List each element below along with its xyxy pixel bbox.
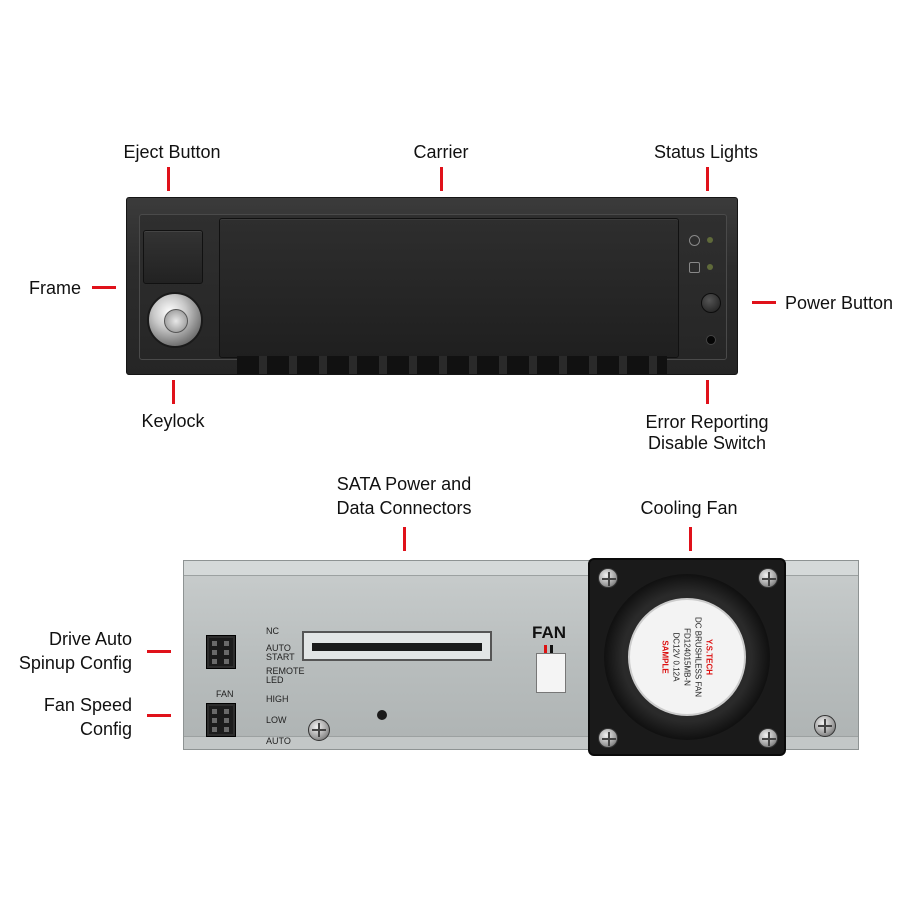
- silk-led: LED: [266, 675, 284, 685]
- drive-auto-label-line1: Drive Auto: [48, 629, 132, 649]
- fan-hub-label: Y.S.TECH DC BRUSHLESS FAN FD124015MB-N D…: [628, 598, 746, 716]
- mounting-hole: [377, 710, 387, 720]
- eject-button[interactable]: [143, 230, 203, 284]
- silk-remote: REMOTE: [266, 666, 305, 676]
- silk-auto-fan: AUTO: [266, 736, 291, 746]
- fan-speed-jumper[interactable]: [206, 703, 236, 737]
- keylock-callout: [172, 380, 175, 404]
- keylock[interactable]: [147, 292, 203, 348]
- carrier-label: Carrier: [413, 142, 469, 162]
- fan-sample-mark: SAMPLE: [660, 640, 670, 674]
- error-reporting-disable-switch[interactable]: [706, 335, 716, 345]
- fan-brand: Y.S.TECH: [704, 638, 714, 675]
- fan-speed-callout: [147, 714, 171, 717]
- carrier[interactable]: [219, 218, 679, 358]
- fan-speed-label-line2: Config: [79, 719, 132, 739]
- drive-status-icon: [689, 262, 700, 273]
- power-status-icon: [689, 235, 700, 246]
- power-button[interactable]: [701, 293, 721, 313]
- status-lights-callout: [706, 167, 709, 191]
- frame-callout: [92, 286, 116, 289]
- power-status-light: [707, 237, 713, 243]
- silk-auto: AUTO: [266, 643, 291, 653]
- silk-nc: NC: [266, 626, 279, 636]
- cooling-fan-callout: [689, 527, 692, 551]
- sata-label-line2: Data Connectors: [336, 498, 472, 518]
- keylock-label: Keylock: [141, 411, 205, 431]
- sata-callout: [403, 527, 406, 551]
- panel-screw-right: [814, 715, 836, 737]
- cooling-fan: Y.S.TECH DC BRUSHLESS FAN FD124015MB-N D…: [588, 558, 786, 756]
- carrier-callout: [440, 167, 443, 191]
- fan-connector: [536, 653, 566, 693]
- fan-type: DC BRUSHLESS FAN: [693, 616, 703, 698]
- fan-rating: DC12V 0.12A: [671, 632, 681, 682]
- power-button-label: Power Button: [785, 293, 894, 313]
- fan-screw-bl: [598, 728, 618, 748]
- fan-model: FD124015MB-N: [682, 628, 692, 686]
- fan-header-label: FAN: [532, 623, 566, 642]
- cooling-fan-label: Cooling Fan: [640, 498, 738, 518]
- front-panel: [126, 197, 738, 375]
- fan-screw-tr: [758, 568, 778, 588]
- error-reporting-callout: [706, 380, 709, 404]
- power-button-callout: [752, 301, 776, 304]
- error-reporting-label-line1: Error Reporting: [645, 412, 769, 432]
- eject-button-callout: [167, 167, 170, 191]
- drive-auto-label-line2: Spinup Config: [18, 653, 132, 673]
- silk-start: START: [266, 652, 295, 662]
- drive-status-light: [707, 264, 713, 270]
- panel-screw-left: [308, 719, 330, 741]
- sata-connector: [302, 631, 492, 661]
- drive-auto-jumper[interactable]: [206, 635, 236, 669]
- eject-button-label: Eject Button: [123, 142, 221, 162]
- carrier-vents: [237, 356, 667, 374]
- silk-fan: FAN: [216, 689, 234, 699]
- silk-high: HIGH: [266, 694, 289, 704]
- silk-low: LOW: [266, 715, 287, 725]
- drive-auto-callout: [147, 650, 171, 653]
- frame-label: Frame: [29, 278, 82, 298]
- fan-speed-label-line1: Fan Speed: [43, 695, 132, 715]
- fan-screw-tl: [598, 568, 618, 588]
- status-lights-label: Status Lights: [653, 142, 759, 162]
- sata-label-line1: SATA Power and: [336, 474, 472, 494]
- error-reporting-label-line2: Disable Switch: [647, 433, 767, 453]
- fan-screw-br: [758, 728, 778, 748]
